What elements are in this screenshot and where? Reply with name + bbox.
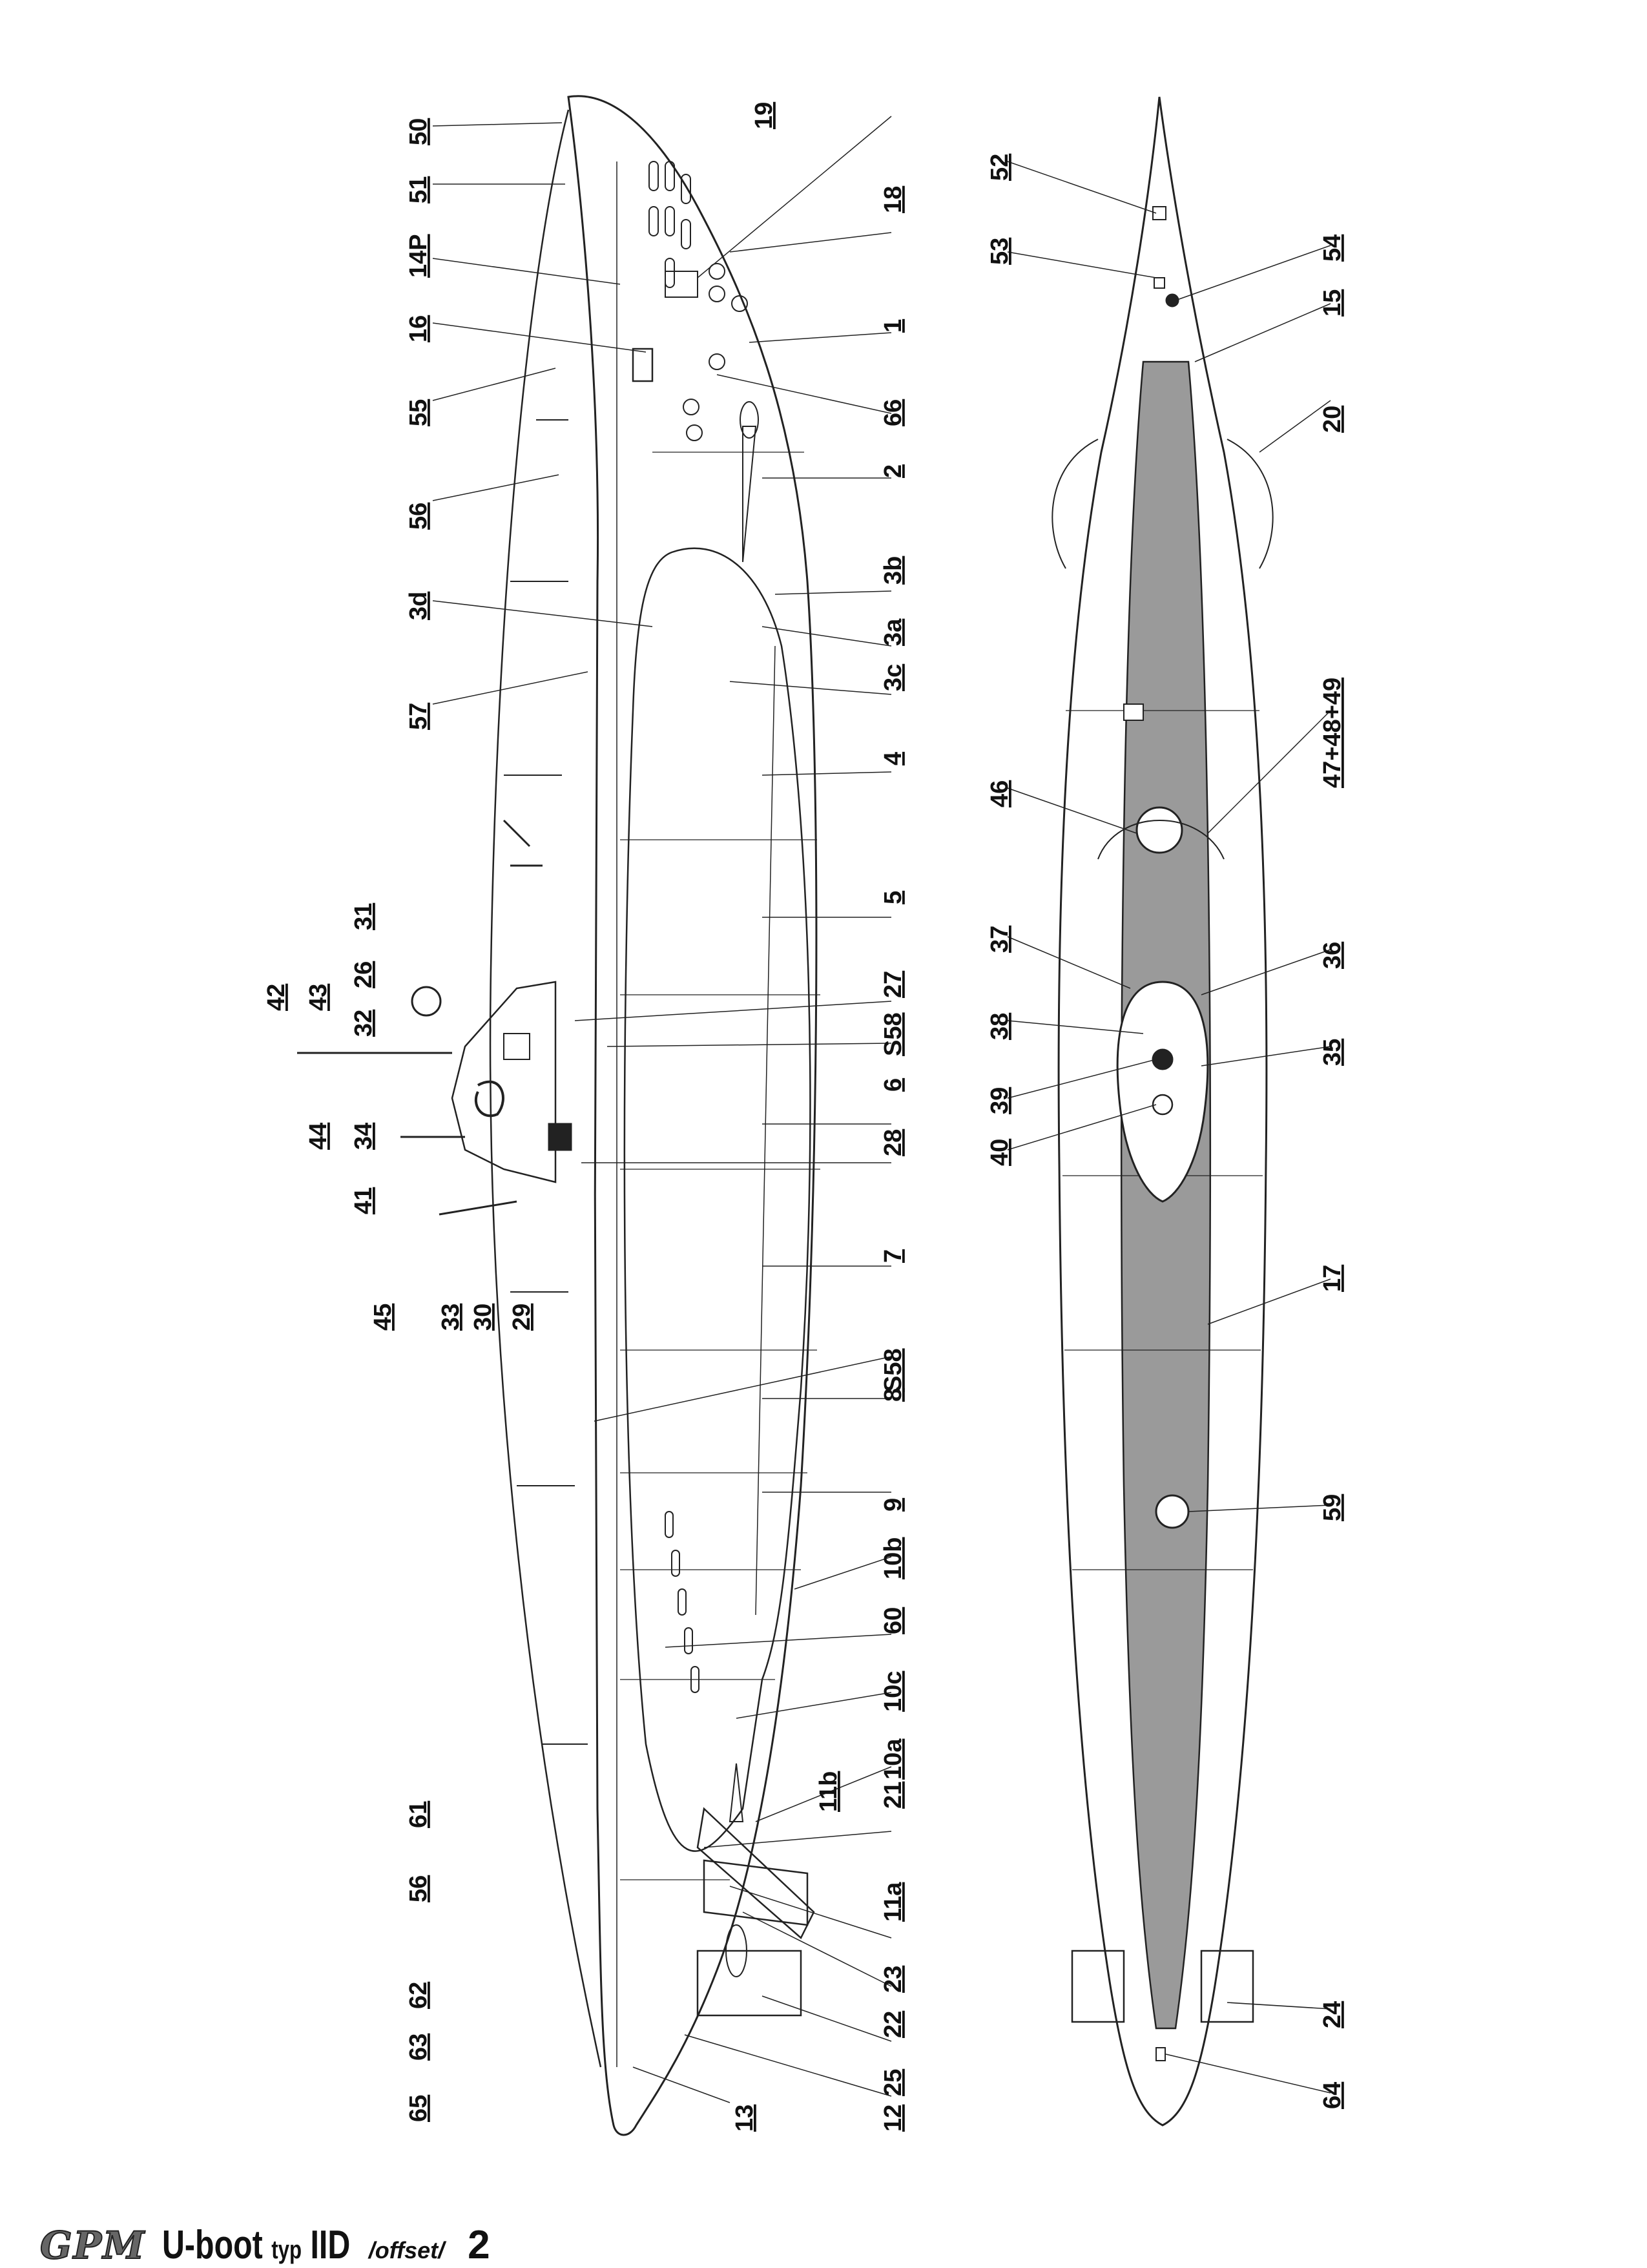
label-10b: 10b — [880, 1537, 907, 1579]
label-s58: S58 — [880, 1012, 907, 1056]
label-36: 36 — [1319, 942, 1346, 969]
label-5: 5 — [880, 891, 907, 904]
label-37: 37 — [986, 926, 1013, 953]
label-3c: 3c — [880, 664, 907, 691]
top-view-hull — [1051, 96, 1274, 2127]
label-29: 29 — [508, 1304, 535, 1331]
label-3d: 3d — [405, 592, 432, 620]
label-56: 56 — [405, 503, 432, 530]
label-11a: 11a — [880, 1882, 907, 1922]
label-3b: 3b — [880, 556, 907, 585]
label-15: 15 — [1319, 289, 1346, 317]
label-9: 9 — [880, 1498, 907, 1512]
label-60: 60 — [880, 1607, 907, 1634]
side-leader-lines — [432, 116, 892, 2103]
label-10c: 10c — [880, 1671, 907, 1712]
label-32: 32 — [350, 1010, 377, 1037]
label-24: 24 — [1319, 2001, 1346, 2028]
top-leader-lines — [1007, 161, 1331, 2094]
label-1: 1 — [880, 319, 907, 333]
label-10a: 10a — [880, 1738, 907, 1780]
label-11b: 11b — [815, 1771, 842, 1812]
label-4: 4 — [880, 752, 907, 765]
label-8: 8 — [880, 1388, 907, 1402]
label-43: 43 — [305, 984, 332, 1011]
top-view-labels: 52 53 54 15 20 47+48+49 46 37 36 38 35 3… — [986, 154, 1346, 2109]
model-title-main: U-boot — [162, 2223, 264, 2267]
label-16: 16 — [405, 315, 432, 342]
label-64: 64 — [1319, 2082, 1346, 2109]
label-61: 61 — [405, 1801, 432, 1828]
label-3a: 3a — [880, 618, 907, 646]
label-52: 52 — [986, 154, 1013, 181]
label-42: 42 — [263, 984, 290, 1011]
label-7: 7 — [880, 1249, 907, 1263]
label-6: 6 — [880, 1078, 907, 1092]
label-12: 12 — [880, 2105, 907, 2132]
offset-note: /offset/ — [368, 2237, 445, 2263]
label-41: 41 — [350, 1187, 377, 1214]
label-59: 59 — [1319, 1494, 1346, 1521]
label-51: 51 — [405, 176, 432, 203]
label-47-48-49: 47+48+49 — [1319, 678, 1346, 788]
label-30: 30 — [470, 1304, 497, 1331]
label-62: 62 — [405, 1982, 432, 2009]
label-20: 20 — [1319, 406, 1346, 433]
label-66: 66 — [880, 399, 907, 426]
label-s58b: S58 — [880, 1348, 907, 1392]
label-14p: 14P — [405, 234, 432, 278]
label-46: 46 — [986, 780, 1013, 807]
label-25: 25 — [880, 2069, 907, 2096]
label-57: 57 — [405, 703, 432, 730]
label-65: 65 — [405, 2095, 432, 2122]
side-view-labels: 50 51 14P 16 55 56 3d 57 31 26 32 43 42 … — [263, 102, 907, 2132]
label-45: 45 — [369, 1304, 397, 1331]
label-63: 63 — [405, 2034, 432, 2061]
label-21: 21 — [880, 1782, 907, 1809]
label-18: 18 — [880, 186, 907, 213]
sheet-footer: GPM U-boot typ IID /offset/ 2 — [39, 2222, 490, 2268]
label-44: 44 — [305, 1123, 332, 1150]
label-55: 55 — [405, 399, 432, 426]
label-23: 23 — [880, 1966, 907, 1993]
label-53: 53 — [986, 238, 1013, 265]
label-17: 17 — [1319, 1265, 1346, 1292]
label-39: 39 — [986, 1087, 1013, 1114]
label-34: 34 — [350, 1123, 377, 1150]
side-view-hull — [297, 95, 820, 2136]
label-31: 31 — [350, 903, 377, 930]
label-2: 2 — [880, 464, 907, 478]
label-22: 22 — [880, 2011, 907, 2038]
label-27: 27 — [880, 971, 907, 998]
label-19: 19 — [751, 102, 778, 129]
page-number: 2 — [468, 2223, 490, 2267]
model-title: U-boot typ IID — [162, 2222, 350, 2268]
label-33: 33 — [437, 1304, 464, 1331]
label-26: 26 — [350, 961, 377, 988]
model-title-type: IID — [310, 2223, 351, 2267]
brand-logo: GPM — [39, 2223, 146, 2268]
label-54: 54 — [1319, 234, 1346, 262]
label-40: 40 — [986, 1139, 1013, 1166]
model-title-sub: typ — [271, 2236, 302, 2264]
label-38: 38 — [986, 1013, 1013, 1040]
label-56b: 56 — [405, 1875, 432, 1902]
label-35: 35 — [1319, 1039, 1346, 1066]
label-28: 28 — [880, 1129, 907, 1156]
label-13: 13 — [731, 2105, 758, 2132]
label-50: 50 — [405, 118, 432, 145]
